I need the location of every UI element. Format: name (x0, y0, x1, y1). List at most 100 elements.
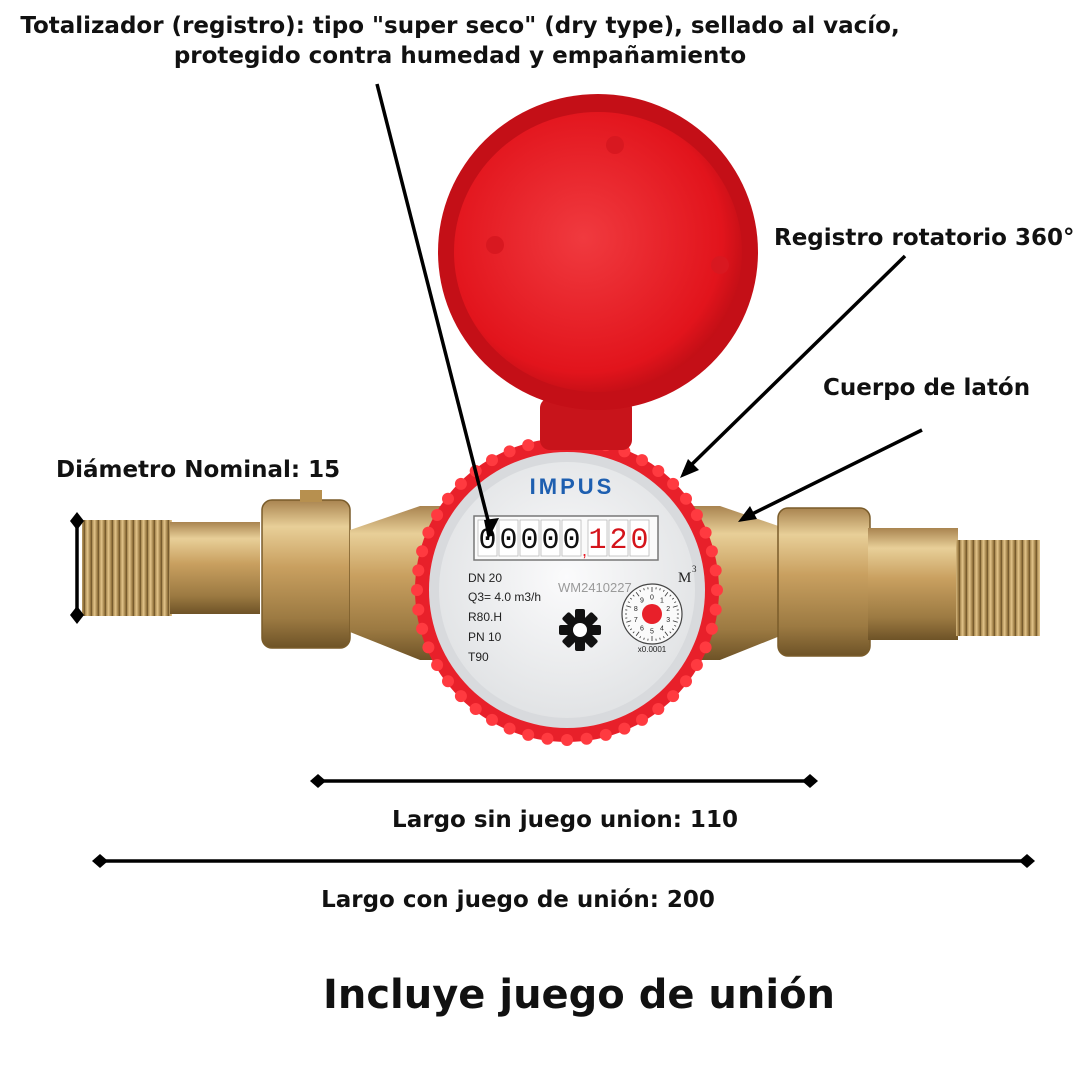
dial-number: 0 (650, 595, 654, 602)
odometer-cell (629, 519, 650, 557)
knurl-bump (667, 477, 680, 490)
arrowhead (484, 518, 499, 540)
knurl-bump (711, 584, 723, 596)
odometer-digit: 0 (499, 524, 517, 558)
brand-logo: IMPUS (530, 474, 615, 499)
odometer-cell (498, 519, 519, 557)
dial-pointer (642, 604, 662, 624)
knurl-bump (503, 722, 516, 735)
dial-number: 4 (660, 625, 664, 632)
label-largo-sin: Largo sin juego union: 110 (392, 807, 738, 833)
lid-boss (486, 236, 504, 254)
odometer-digit: 0 (562, 524, 580, 558)
knurl-bump (699, 526, 712, 539)
knurl-bump (412, 564, 425, 577)
arrow-totalizador (375, 83, 494, 537)
odometer-digit-red: 0 (630, 524, 648, 558)
odometer-digit: 0 (520, 524, 538, 558)
dial-number: 2 (666, 606, 670, 613)
label-totalizador: Totalizador (registro): tipo "super seco… (0, 12, 920, 72)
label-totalizador-line2: protegido contra humedad y empañamiento (173, 42, 747, 69)
odometer-digit-red: 1 (588, 524, 606, 558)
arrow-registro (682, 254, 907, 474)
lid-boss (711, 256, 729, 274)
knurl-bump (486, 454, 498, 467)
knurl-bump (422, 641, 435, 654)
dimension-ends (70, 512, 1035, 868)
left-union-nut (261, 499, 351, 649)
odometer-cell (608, 519, 629, 557)
knurl-bump (680, 492, 692, 505)
dial-number: 8 (634, 606, 638, 613)
spec-q3: Q3= 4.0 m3/h (468, 590, 541, 604)
knurl-bump (618, 722, 631, 735)
arrow-cuerpo (743, 428, 923, 520)
knurl-bump (412, 603, 425, 616)
spec-block: DN 20 Q3= 4.0 m3/h R80.H PN 10 T90 (468, 571, 541, 664)
red-lid (438, 94, 758, 450)
right-tailpiece (868, 528, 958, 640)
knurl-bump (690, 659, 703, 671)
knurl-bump (705, 622, 718, 635)
knurl-bump (690, 509, 703, 521)
knurl-bump (454, 690, 467, 703)
knurl-bump (416, 622, 429, 635)
label-diametro: Diámetro Nominal: 15 (56, 457, 341, 483)
label-totalizador-line1: Totalizador (registro): tipo "super seco… (20, 13, 900, 39)
spec-t: T90 (468, 650, 489, 664)
right-union-nut (777, 507, 871, 657)
left-tailpiece (170, 522, 260, 614)
knurl-bump (709, 564, 722, 577)
knurl-bump (442, 492, 454, 505)
knurl-bump (652, 465, 665, 477)
dimension-lines (75, 520, 1027, 863)
knurl-bump (422, 526, 435, 539)
dial-number: 3 (666, 617, 670, 624)
star-wheel-icon (559, 609, 601, 651)
knurl-bump (599, 728, 612, 741)
odometer-cell (540, 519, 561, 557)
knurl-bump (469, 703, 482, 715)
unit-exponent: 3 (692, 564, 697, 574)
label-cuerpo: Cuerpo de latón (823, 375, 1031, 401)
knurl-bump (454, 477, 467, 490)
dial-number: 9 (640, 598, 644, 605)
knurl-bump (667, 690, 680, 703)
dial-number: 5 (650, 629, 654, 636)
left-nut-top (300, 490, 322, 502)
knurl-bump (561, 734, 573, 746)
dial-number: 7 (634, 617, 638, 624)
arrowhead (680, 459, 699, 478)
arrow-heads (484, 459, 757, 540)
unit-label: M (678, 570, 691, 586)
knurl-bump (442, 675, 454, 688)
knurl-bump (431, 509, 444, 521)
lid-inner (454, 112, 742, 392)
spec-dn: DN 20 (468, 571, 502, 585)
annotation-arrows (375, 83, 923, 537)
odometer-cell (587, 519, 608, 557)
odometer-digit: 0 (541, 524, 559, 558)
knurl-bump (705, 545, 718, 558)
odometer-cell (519, 519, 540, 557)
left-thread (82, 520, 172, 616)
knurl-bump (636, 454, 648, 467)
odometer-digit-red: 2 (609, 524, 627, 558)
footer-title: Incluye juego de unión (322, 972, 836, 1018)
knurl-bump (522, 439, 535, 452)
knurl-bump (541, 732, 554, 745)
dial-number: 1 (660, 598, 664, 605)
knurl-bump (486, 713, 498, 726)
knurl-bump (411, 584, 423, 596)
knurl-bump (522, 728, 535, 741)
right-thread (956, 540, 1040, 636)
knurl-bump (699, 641, 712, 654)
knurl-bump (636, 713, 648, 726)
odometer-comma: , (582, 540, 587, 560)
knurl-bump (503, 445, 516, 458)
knurl-bump (652, 703, 665, 715)
arrowhead (738, 506, 757, 522)
